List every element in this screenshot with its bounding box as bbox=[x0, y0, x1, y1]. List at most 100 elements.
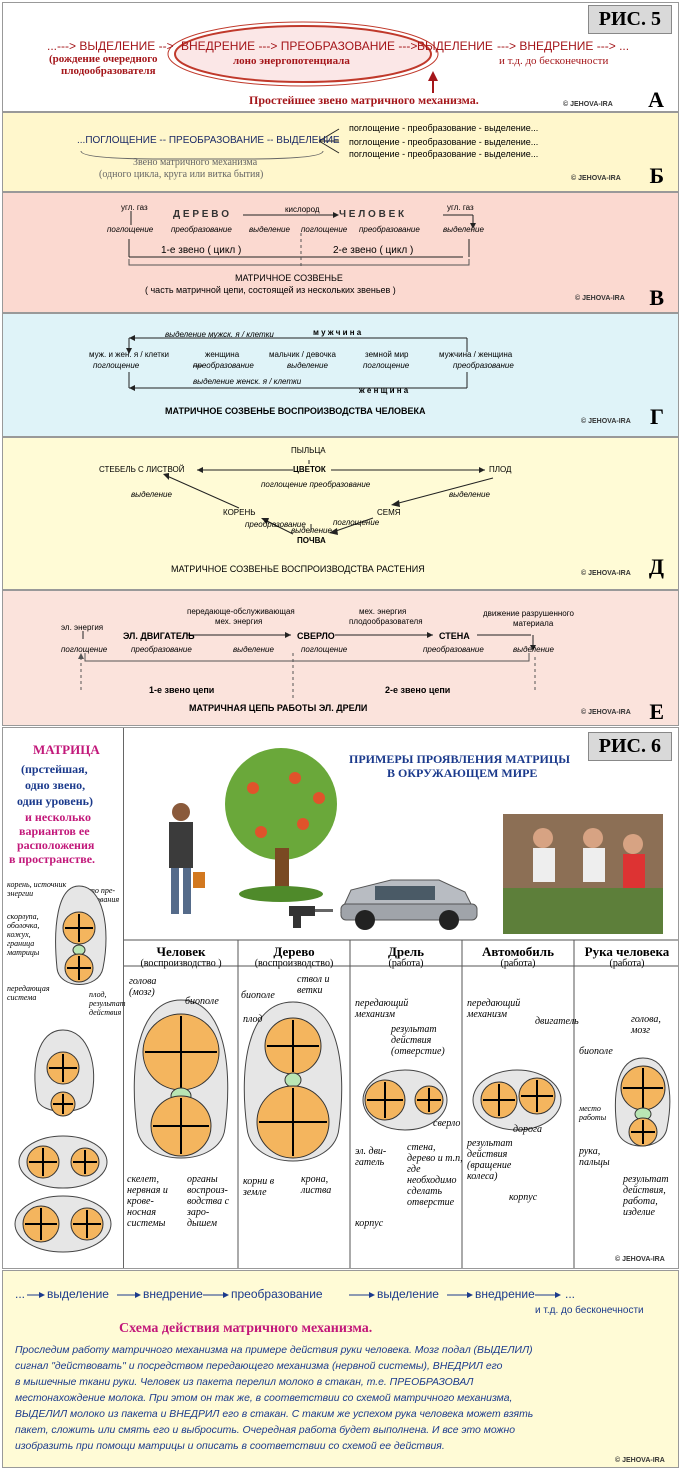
hand-biofield: биополе bbox=[579, 1046, 613, 1057]
d-out-right: выделение bbox=[449, 490, 490, 499]
e-letter: Е bbox=[649, 699, 664, 724]
matrix-title: МАТРИЦА bbox=[33, 742, 100, 757]
b-branch-2: поглощение - преобразование - выделение.… bbox=[349, 137, 539, 147]
matrix-sub-5: вариантов ее bbox=[19, 824, 90, 838]
d-seed: СЕМЯ bbox=[377, 508, 401, 517]
matrix-variant-horizontal bbox=[14, 1195, 112, 1253]
e-mech-2: мех. энергия bbox=[215, 617, 263, 626]
v-link-2: 2-е звено ( цикл ) bbox=[333, 245, 414, 256]
matrix-sub-2: одно звено, bbox=[25, 778, 86, 792]
e-link-1: 1-е звено цепи bbox=[149, 685, 215, 695]
legend-matrix-shape bbox=[55, 885, 107, 985]
human-organs: органы воспроиз-водства с заро-дышем bbox=[187, 1174, 230, 1229]
examples-title-2: В ОКРУЖАЮЩЕМ МИРЕ bbox=[387, 766, 538, 780]
chain-step-4: выделение bbox=[377, 1287, 439, 1301]
b-chain: ...ПОГЛОЩЕНИЕ -- ПРЕОБРАЗОВАНИЕ -- ВЫДЕЛ… bbox=[77, 135, 340, 146]
g-step-5: преобразование bbox=[453, 361, 514, 370]
drill-illustration bbox=[289, 906, 333, 928]
d-flower: ЦВЕТОК bbox=[293, 465, 326, 474]
tree-fruit: плод bbox=[243, 1014, 263, 1025]
g-node-3: мальчик / девочка bbox=[269, 350, 336, 359]
drill-body: корпус bbox=[355, 1218, 384, 1229]
g-step-4: поглощение bbox=[363, 361, 410, 370]
chain-a-right: ---> ВНЕДРЕНИЕ ---> ... bbox=[497, 39, 630, 53]
e-step-1: поглощение bbox=[61, 645, 108, 654]
drill-wall: стена, дерево и т.п, где необходимо сдел… bbox=[407, 1142, 463, 1208]
figure-5-label: РИС. 5 bbox=[587, 5, 672, 34]
chain-infinity: и т.д. до бесконечности bbox=[535, 1305, 644, 1316]
g-man: м у ж ч и н а bbox=[313, 328, 362, 337]
d-pollen: ПЫЛЬЦА bbox=[291, 446, 326, 455]
e-wall: СТЕНА bbox=[439, 631, 470, 641]
hand-matrix-shape bbox=[614, 1057, 671, 1147]
d-soil-step: выделение bbox=[291, 526, 332, 535]
col-human-title: Человек bbox=[156, 944, 206, 959]
b-caption-2: (одного цикла, круга или витка бытия) bbox=[99, 169, 264, 180]
car-illustration bbox=[340, 879, 478, 930]
b-branch-1: поглощение - преобразование - выделение.… bbox=[349, 123, 539, 133]
tree-crown: крона, листва bbox=[301, 1174, 332, 1196]
v-in-gas: угл. газ bbox=[121, 203, 148, 212]
b-letter: Б bbox=[649, 163, 664, 188]
col-hand-sub: (работа) bbox=[609, 958, 645, 969]
v-oxygen: кислород bbox=[285, 205, 320, 214]
car-mech: передающий механизм bbox=[467, 998, 521, 1020]
a-caption: Простейшее звено матричного механизма. bbox=[249, 93, 479, 107]
scheme-copyright: © JEHOVA-IRA bbox=[615, 1457, 665, 1464]
scheme-panel: ... выделение внедрение преобразование в… bbox=[2, 1270, 679, 1468]
v-copyright: © JEHOVA-IRA bbox=[575, 295, 625, 302]
col-drill-title: Дрель bbox=[387, 944, 425, 959]
e-fert-1: мех. энергия bbox=[359, 607, 407, 616]
a-sub-left-2: плодообразователя bbox=[61, 65, 156, 77]
hand-result: результат действия, работа, изделие bbox=[623, 1174, 669, 1218]
v-caption-2: ( часть матричной цепи, состоящей из нес… bbox=[145, 285, 396, 295]
e-step-5: преобразование bbox=[423, 645, 484, 654]
d-root-step: преобразование bbox=[245, 520, 306, 529]
fig6-copyright: © JEHOVA-IRA bbox=[615, 1256, 665, 1263]
g-node-4: земной мир bbox=[365, 350, 409, 359]
chain-step-5: внедрение bbox=[475, 1287, 535, 1301]
d-flower-steps: поглощение преобразование bbox=[261, 480, 371, 489]
chain-step-1: выделение bbox=[47, 1287, 109, 1301]
v-letter: В bbox=[649, 285, 664, 310]
v-step-2: преобразование bbox=[171, 225, 232, 234]
tree-roots: корни в земле bbox=[243, 1176, 275, 1198]
a-letter: А bbox=[648, 87, 664, 112]
e-copyright: © JEHOVA-IRA bbox=[581, 709, 631, 716]
col-drill-sub: (работа) bbox=[388, 958, 424, 969]
d-seed-step: поглощение bbox=[333, 518, 380, 527]
col-hand-title: Рука человека bbox=[584, 944, 670, 959]
examples-title-1: ПРИМЕРЫ ПРОЯВЛЕНИЯ МАТРИЦЫ bbox=[349, 752, 570, 766]
d-fruit: ПЛОД bbox=[489, 465, 512, 474]
e-step-2: преобразование bbox=[131, 645, 192, 654]
tree-illustration bbox=[225, 748, 337, 902]
a-sub-center: лоно энергопотенциала bbox=[233, 55, 350, 67]
e-fert-2: плодообразователя bbox=[349, 617, 423, 626]
g-node-1: муж. и жен. я / клетки bbox=[89, 350, 169, 359]
b-caption-1: Звено матричного механизма bbox=[133, 157, 258, 168]
chain-end: ... bbox=[565, 1287, 576, 1301]
car-body: корпус bbox=[509, 1192, 538, 1203]
matrix-variant-diagonal bbox=[18, 1135, 108, 1189]
col-tree-sub: (воспроизводство) bbox=[254, 958, 334, 969]
d-letter: Д bbox=[648, 554, 664, 579]
drill-mech: передающий механизм bbox=[355, 998, 409, 1020]
v-out-gas: угл. газ bbox=[447, 203, 474, 212]
chain-a-left: ...---> ВЫДЕЛЕНИЕ --> bbox=[47, 39, 174, 53]
matrix-sub-3: один уровень) bbox=[17, 794, 93, 808]
legend-shell: скорлупа, оболочка, кожух, граница матри… bbox=[7, 912, 40, 957]
d-copyright: © JEHOVA-IRA bbox=[581, 570, 631, 577]
panel-g: выделение мужск. я / клетки м у ж ч и н … bbox=[2, 313, 679, 437]
scheme-arrows bbox=[27, 1292, 561, 1298]
d-out-left: выделение bbox=[131, 490, 172, 499]
chain-step-2: внедрение bbox=[143, 1287, 203, 1301]
a-copyright: © JEHOVA-IRA bbox=[563, 101, 613, 108]
e-mech-1: передающе-обслуживающая bbox=[187, 607, 295, 616]
text-line-3: в мышечные ткани руки. Человек из пакета… bbox=[15, 1377, 474, 1388]
e-in-energy: эл. энергия bbox=[61, 623, 104, 632]
a-sub-left-1: (рождение очередного bbox=[49, 53, 158, 65]
text-line-4: местонахождение молока. При этом он так … bbox=[15, 1393, 513, 1404]
matrix-variant-vertical bbox=[34, 1029, 95, 1117]
car-road: дорога bbox=[513, 1124, 542, 1135]
e-step-3: выделение bbox=[233, 645, 274, 654]
